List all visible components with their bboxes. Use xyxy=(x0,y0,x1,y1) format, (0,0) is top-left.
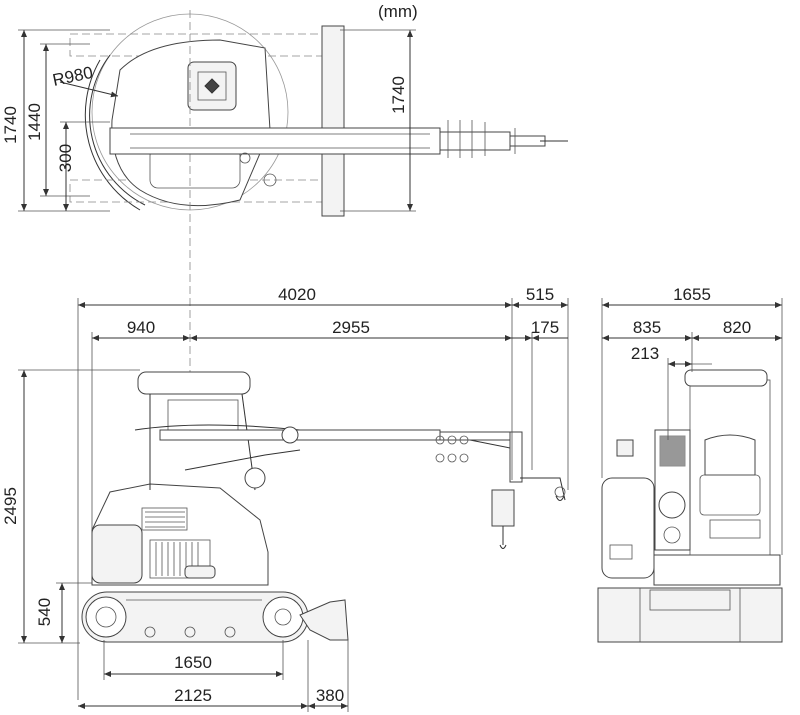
side-counterweight xyxy=(91,524,143,584)
dim-top-right-width: 1740 xyxy=(389,76,408,114)
top-blade xyxy=(321,25,345,217)
front-canopy-roof xyxy=(684,369,768,387)
front-mirror xyxy=(616,439,634,457)
side-hook-block xyxy=(491,489,515,527)
dim-left-width: 835 xyxy=(633,318,661,337)
dim-center-offset: 213 xyxy=(631,344,659,363)
side-canopy-roof xyxy=(137,371,251,395)
top-view: (mm) 1740 1440 300 R980 1740 xyxy=(1,2,568,260)
dim-front-overhang: 940 xyxy=(127,318,155,337)
dim-tumbler-distance: 1650 xyxy=(174,653,212,672)
front-lower-frame xyxy=(653,554,781,586)
dim-right-width: 820 xyxy=(723,318,751,337)
dim-overall-width: 1655 xyxy=(673,285,711,304)
dim-top-width-outer: 1740 xyxy=(1,106,20,144)
dim-hook-offset: 175 xyxy=(531,318,559,337)
front-left-housing xyxy=(601,477,655,579)
side-sprocket xyxy=(85,596,127,638)
front-seat-back xyxy=(704,434,756,476)
dim-overall-height: 2495 xyxy=(1,487,20,525)
dim-boom-reach: 2955 xyxy=(332,318,370,337)
side-view: 4020 515 940 2955 175 2495 540 1650 xyxy=(1,262,569,712)
dim-overall-length: 4020 xyxy=(278,285,316,304)
unit-label: (mm) xyxy=(378,2,418,21)
dim-top-radius: R980 xyxy=(51,63,95,90)
side-winch xyxy=(244,467,266,489)
dim-top-offset: 300 xyxy=(56,144,75,172)
side-idler xyxy=(262,596,304,638)
dim-blade-offset: 380 xyxy=(316,686,344,705)
dim-track-height: 540 xyxy=(35,598,54,626)
dim-hook-reach: 515 xyxy=(526,285,554,304)
top-boom-extension xyxy=(439,131,511,151)
front-track-base xyxy=(597,587,783,643)
dim-top-width-inner: 1440 xyxy=(25,103,44,141)
front-view: 1655 835 820 213 xyxy=(597,285,783,643)
side-boom xyxy=(159,429,441,441)
side-hook xyxy=(554,486,566,498)
side-blade xyxy=(299,599,349,641)
dim-track-length: 2125 xyxy=(174,686,212,705)
top-boom-base xyxy=(109,127,441,155)
